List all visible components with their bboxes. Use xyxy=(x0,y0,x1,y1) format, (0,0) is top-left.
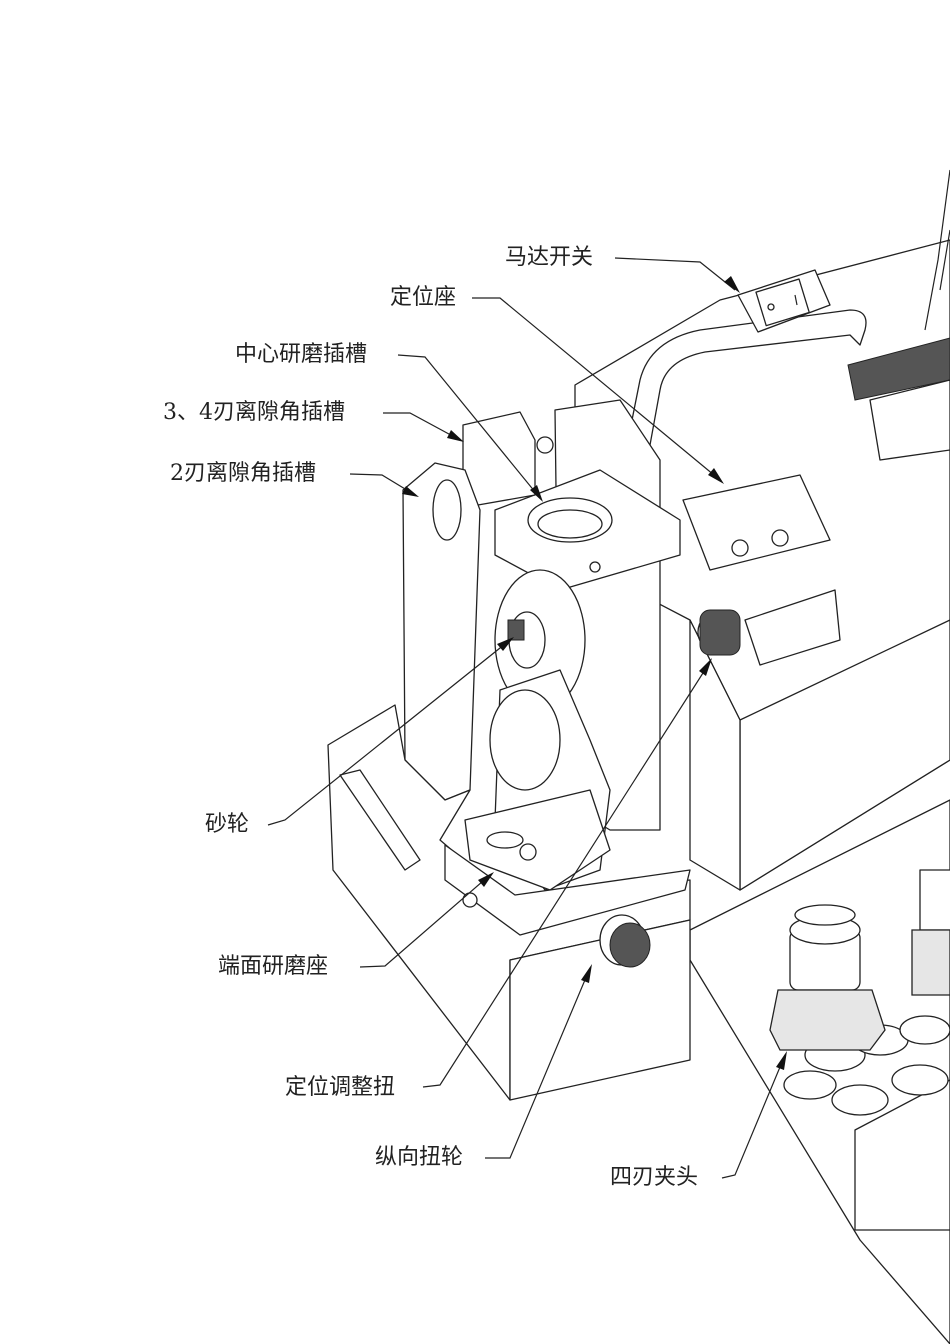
motor-switch xyxy=(737,269,831,333)
longitudinal-knob xyxy=(599,914,651,968)
positioning-seat xyxy=(682,474,841,666)
label-center-grinding-slot: 中心研磨插槽 xyxy=(235,342,368,367)
four-flute-collet xyxy=(769,904,886,1051)
label-longitudinal-knob: 纵向扭轮 xyxy=(375,1145,464,1170)
handle xyxy=(627,309,867,446)
knurled-block xyxy=(847,337,950,401)
label-end-face-grinding-seat: 端面研磨座 xyxy=(218,954,329,979)
label-four-flute-collet: 四刃夹头 xyxy=(610,1165,699,1190)
label-positioning-seat: 定位座 xyxy=(390,285,457,310)
flute34-slot-block xyxy=(462,411,536,506)
label-motor-switch: 马达开关 xyxy=(505,245,594,270)
collet-2 xyxy=(911,869,950,996)
label-flute2-clearance-slot: 2刃离隙角插槽 xyxy=(170,461,316,486)
label-grinding-wheel: 砂轮 xyxy=(205,812,250,837)
leader-lines xyxy=(267,257,787,1179)
label-positioning-adjust-knob: 定位调整扭 xyxy=(285,1075,396,1100)
label-flute34-clearance-slot: 3、4刃离隙角插槽 xyxy=(163,400,345,425)
end-face-grinding-seat xyxy=(464,669,611,891)
